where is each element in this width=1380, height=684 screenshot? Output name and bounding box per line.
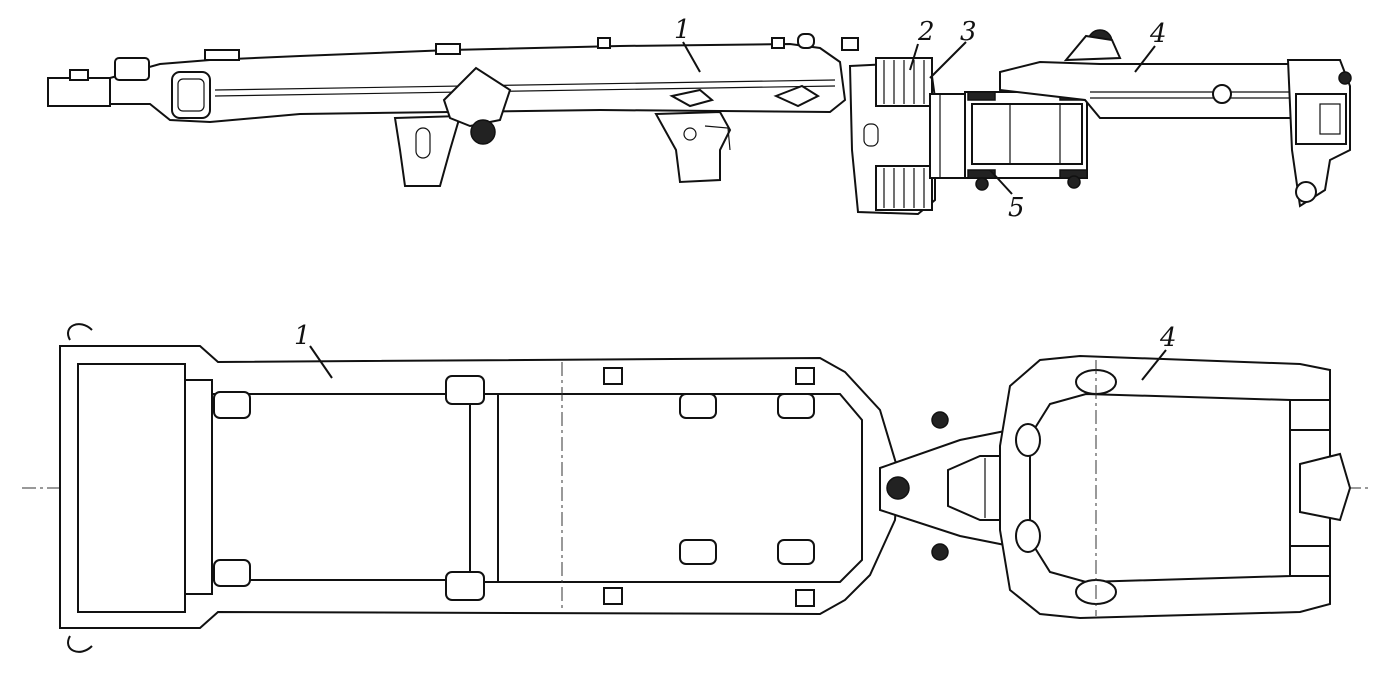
callout-1-side: 1 bbox=[674, 15, 691, 45]
plan-tow-hook-right-icon bbox=[67, 635, 93, 653]
side-spring-eye-icon bbox=[470, 119, 496, 145]
callout-5-side: 5 bbox=[1008, 193, 1025, 223]
side-rear-frame bbox=[999, 29, 1352, 208]
plan-view: 1 4 bbox=[22, 321, 1368, 653]
side-view: 1 2 3 4 5 bbox=[47, 15, 1352, 223]
plan-rear-frame bbox=[999, 354, 1352, 620]
callout-1-plan: 1 bbox=[294, 321, 311, 351]
side-coupling-assembly bbox=[848, 57, 1088, 216]
side-front-frame bbox=[47, 33, 859, 124]
plan-tow-hook-left-icon bbox=[67, 323, 93, 341]
side-spring-brackets bbox=[393, 66, 821, 187]
callout-4-side: 4 bbox=[1149, 19, 1167, 49]
callout-3-side: 3 bbox=[960, 17, 977, 47]
callout-4-plan: 4 bbox=[1159, 323, 1177, 353]
plan-front-frame bbox=[59, 323, 900, 653]
callout-2-side: 2 bbox=[917, 17, 935, 47]
